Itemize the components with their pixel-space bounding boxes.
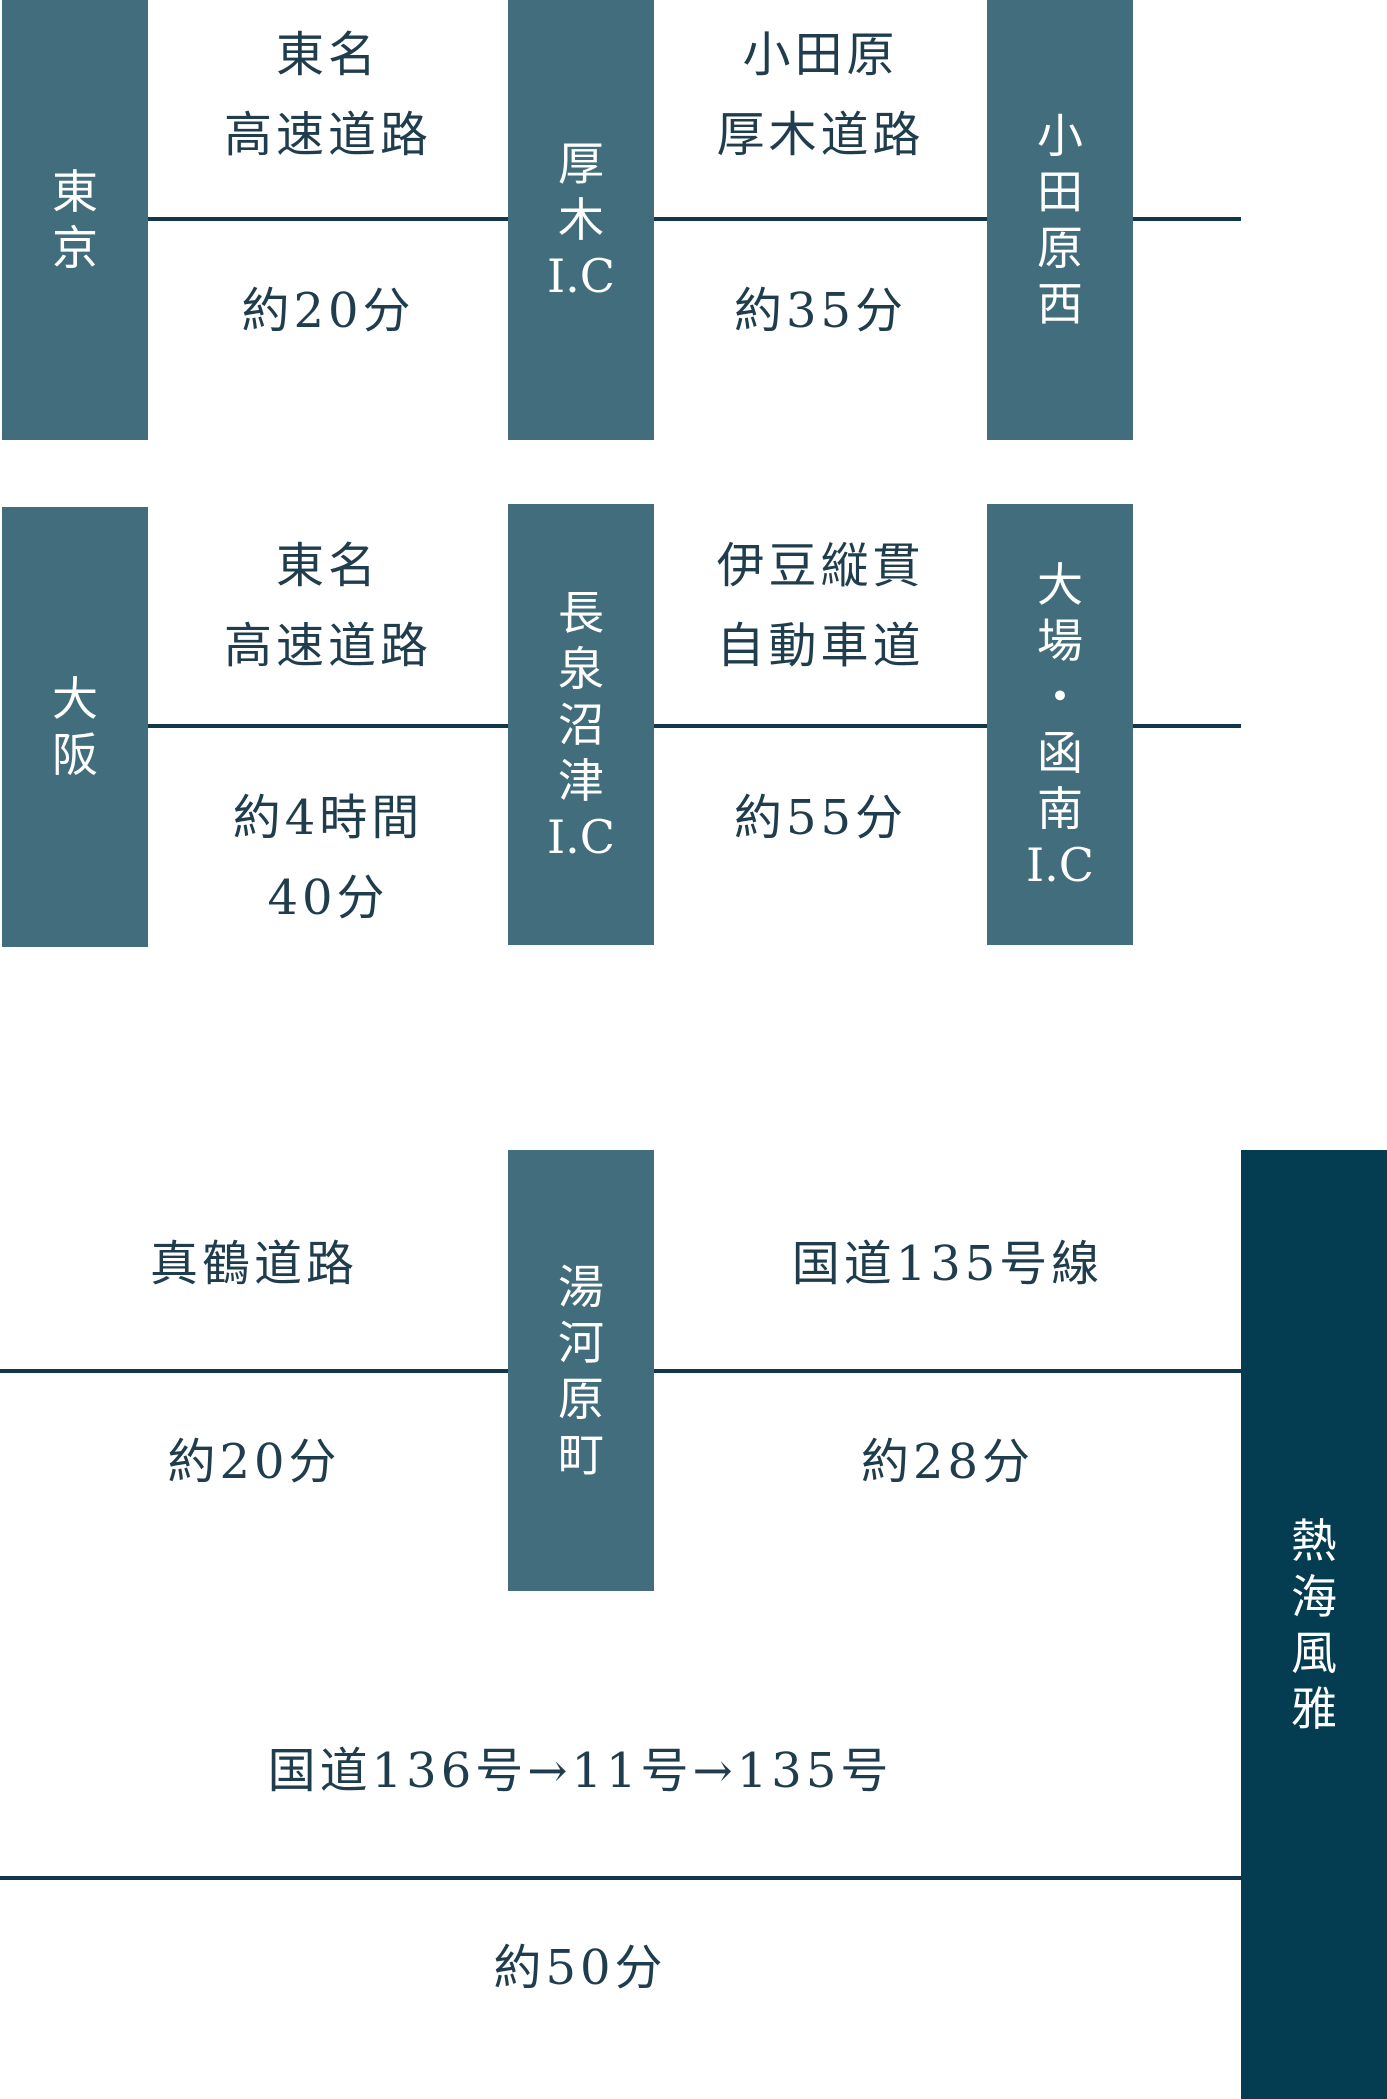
ic-odawara-nishi: 小 田 原 西 (987, 0, 1133, 440)
station-char: 大 (52, 672, 98, 726)
route-final-lower-line (0, 1876, 1241, 1880)
destination-char: 熱 (1291, 1513, 1337, 1568)
road-label-manazuru: 真鶴道路 (149, 1236, 358, 1292)
destination-char: 海 (1291, 1569, 1337, 1624)
station-osaka: 大 阪 (2, 507, 148, 947)
travel-time: 約28分 (860, 1434, 1035, 1490)
junction-yugawara: 湯 河 原 町 (508, 1150, 654, 1591)
ic-char: 田 (1037, 165, 1083, 219)
ic-char: 長 (558, 585, 604, 640)
station-tokyo: 東 京 (2, 0, 148, 440)
travel-time: 約55分 (733, 790, 908, 846)
travel-time: 約50分 (493, 1940, 667, 1996)
ic-char: 南 (1037, 781, 1083, 836)
ic-char: 原 (1037, 221, 1083, 275)
ic-char: 泉 (558, 641, 604, 696)
junction-char: 湯 (558, 1259, 604, 1314)
road-label-tomei: 東名 高速道路 (223, 538, 432, 674)
ic-ohba-kannami: 大 場 ・ 函 南 I.C (987, 504, 1133, 945)
destination-char: 雅 (1291, 1681, 1337, 1736)
ic-char: ・ (1037, 669, 1083, 724)
route-osaka-line (148, 724, 1241, 728)
travel-time: 約35分 (733, 283, 908, 339)
junction-char: 町 (558, 1427, 604, 1482)
ic-char: 大 (1037, 557, 1083, 612)
junction-char: 原 (558, 1371, 604, 1426)
road-label-route136: 国道136号→11号→135号 (267, 1743, 893, 1799)
ic-atsugi: 厚 木 I.C (508, 0, 654, 440)
travel-time: 約20分 (167, 1434, 341, 1490)
station-char: 京 (52, 221, 98, 275)
ic-char: 函 (1037, 725, 1083, 780)
ic-char: 津 (558, 753, 604, 808)
station-char: 東 (52, 165, 98, 219)
travel-time: 約20分 (241, 283, 415, 339)
ic-char: 木 (558, 193, 604, 247)
road-label-odawara-atsugi: 小田原 厚木道路 (716, 27, 925, 163)
destination-atami-fuga: 熱 海 風 雅 (1241, 1150, 1387, 2099)
destination-char: 風 (1291, 1625, 1337, 1680)
station-char: 阪 (52, 728, 98, 782)
road-label-tomei: 東名 高速道路 (223, 27, 432, 163)
ic-nagaizumi-numazu: 長 泉 沼 津 I.C (508, 504, 654, 945)
ic-char: 沼 (558, 697, 604, 752)
junction-char: 河 (558, 1315, 604, 1370)
road-label-route135: 国道135号線 (791, 1236, 1104, 1292)
ic-char: I.C (547, 249, 615, 303)
road-label-izu-jukan: 伊豆縦貫 自動車道 (716, 538, 925, 674)
ic-char: 小 (1037, 109, 1083, 163)
ic-char: 西 (1037, 277, 1083, 331)
route-tokyo-line (148, 217, 1241, 221)
ic-char: I.C (1026, 837, 1094, 892)
ic-char: 場 (1037, 613, 1083, 668)
travel-time: 約4時間 40分 (232, 790, 424, 926)
ic-char: I.C (547, 809, 615, 864)
ic-char: 厚 (558, 137, 604, 191)
